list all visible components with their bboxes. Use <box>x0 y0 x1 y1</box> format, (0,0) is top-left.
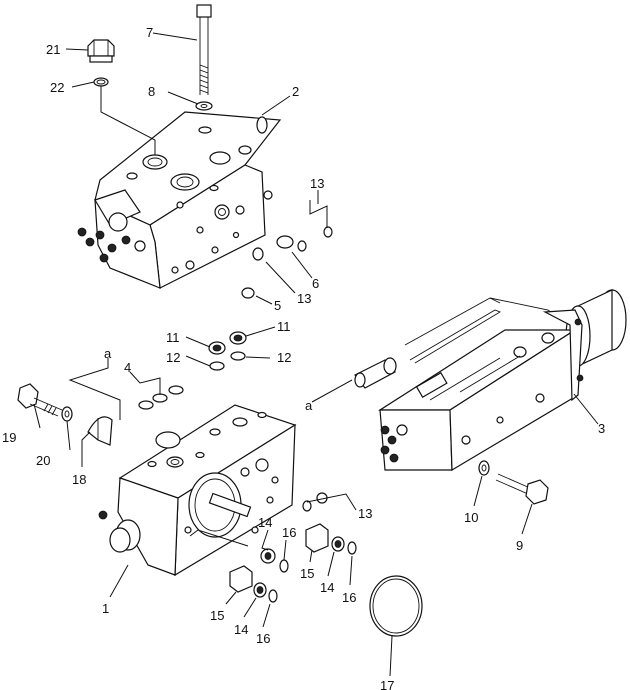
callout-12-right: 12 <box>277 350 291 365</box>
o-ring-13-pair-a <box>297 240 307 252</box>
o-ring-22 <box>93 77 109 87</box>
washer-8 <box>195 101 213 111</box>
callout-2: 2 <box>292 84 299 99</box>
o-ring-16-lower <box>268 589 278 603</box>
callout-16-right: 16 <box>342 590 356 605</box>
callout-12-left: 12 <box>166 350 180 365</box>
callout-18: 18 <box>72 472 86 487</box>
callout-8: 8 <box>148 84 155 99</box>
callout-7: 7 <box>146 25 153 40</box>
o-ring-16-right <box>347 541 357 555</box>
callout-13-mid: 13 <box>297 291 311 306</box>
callout-15-lower: 15 <box>210 608 224 623</box>
callout-20: 20 <box>36 453 50 468</box>
o-ring-4-c <box>168 385 184 395</box>
sleeve-15-right <box>305 523 329 553</box>
o-ring-6 <box>276 235 294 249</box>
washer-20 <box>61 406 73 422</box>
callout-a-left: a <box>104 346 112 361</box>
bracket-18 <box>87 416 113 446</box>
callout-9: 9 <box>516 538 523 553</box>
callout-16-mid: 16 <box>282 525 296 540</box>
washer-10 <box>478 460 490 476</box>
o-ring-12-right <box>230 351 246 361</box>
callout-19: 19 <box>2 430 16 445</box>
o-ring-16-mid <box>279 559 289 573</box>
callout-a-right: a <box>305 398 313 413</box>
callout-15-right: 15 <box>300 566 314 581</box>
callout-11-left: 11 <box>166 330 180 345</box>
o-ring-13-pair-b <box>323 226 333 238</box>
callout-13-upper: 13 <box>310 176 324 191</box>
callout-11-right: 11 <box>277 319 291 334</box>
seal-14-right <box>331 536 345 552</box>
seal-14-lower <box>253 582 267 598</box>
callout-22: 22 <box>50 80 64 95</box>
o-ring-13-right-a <box>302 500 312 512</box>
leader-lines <box>33 32 599 677</box>
o-ring-4-a <box>138 400 154 410</box>
callout-16-lower: 16 <box>256 631 270 646</box>
callout-14-right: 14 <box>320 580 334 595</box>
bolt-19 <box>17 383 63 417</box>
solenoid-assembly-3 <box>354 289 627 472</box>
callout-3: 3 <box>598 421 605 436</box>
seal-14-mid <box>260 548 276 564</box>
callout-21: 21 <box>46 42 60 57</box>
valve-block-upper <box>77 111 282 289</box>
callout-1: 1 <box>102 601 109 616</box>
seal-11-right <box>229 331 247 345</box>
valve-block-lower <box>98 404 297 577</box>
seal-11-left <box>208 341 226 355</box>
bolt-9 <box>495 473 549 505</box>
callout-17: 17 <box>380 678 394 690</box>
bolt-7 <box>196 4 212 95</box>
o-ring-17 <box>369 575 423 637</box>
callout-labels: 7 21 22 8 2 13 6 13 5 11 11 12 12 a 4 19… <box>2 25 605 690</box>
o-ring-13-upper <box>252 247 264 261</box>
callout-4: 4 <box>124 360 131 375</box>
callout-14-lower: 14 <box>234 622 248 637</box>
o-ring-5 <box>241 287 255 299</box>
o-ring-4-b <box>152 393 168 403</box>
callout-13-right: 13 <box>358 506 372 521</box>
callout-10: 10 <box>464 510 478 525</box>
o-ring-12-left <box>209 361 225 371</box>
callout-14-mid: 14 <box>258 515 272 530</box>
plug-21 <box>87 39 115 63</box>
callout-6: 6 <box>312 276 319 291</box>
sleeve-15-lower <box>229 565 253 593</box>
callout-5: 5 <box>274 298 281 313</box>
